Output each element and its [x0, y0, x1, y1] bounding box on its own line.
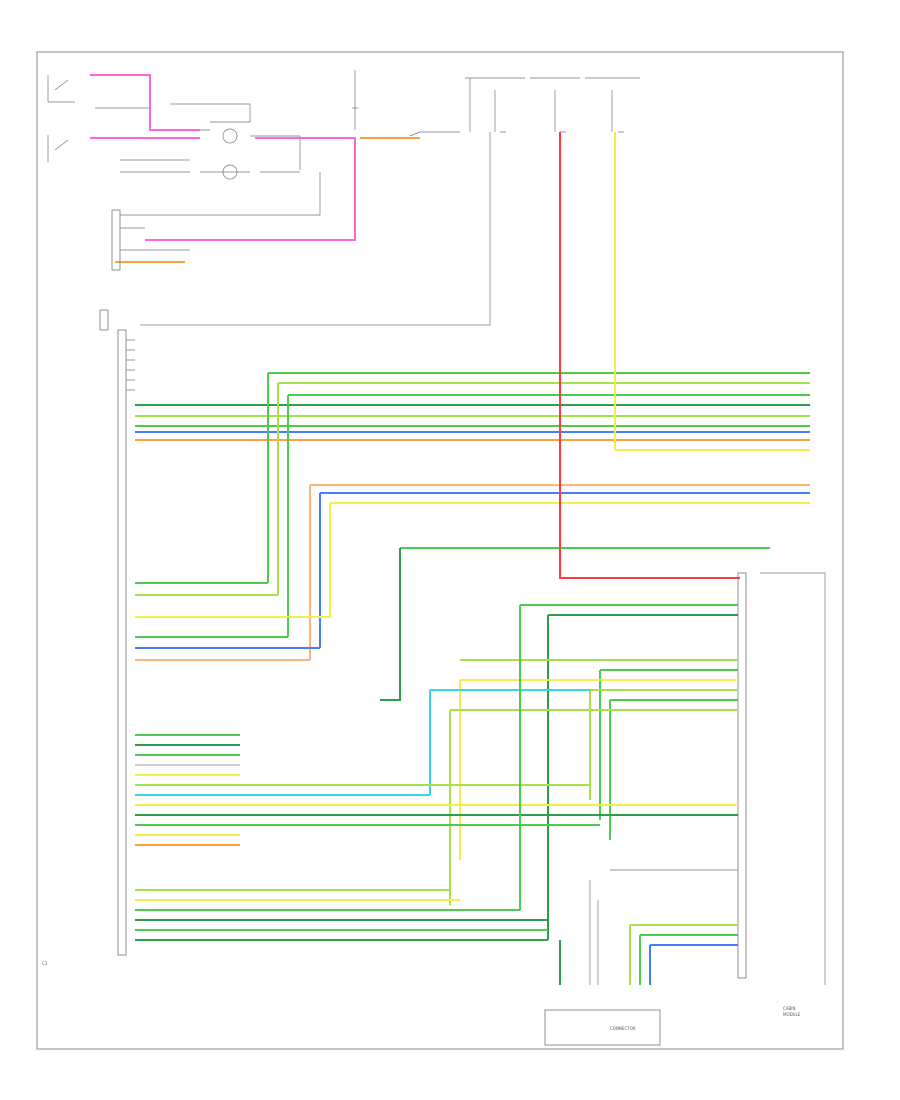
pink-wire-top: [90, 74, 356, 241]
lower-left-wires: [135, 548, 738, 941]
right-module: [737, 572, 826, 985]
bottom-connector-label: CONNECTOR: [610, 1026, 636, 1031]
module-right-name: CABIN: [783, 1006, 795, 1011]
gray-wire-top: [140, 132, 491, 326]
vertical-drops: [267, 373, 289, 637]
diagram-border: [36, 51, 844, 1050]
top-switch-area: [47, 70, 640, 180]
connector-left-label: C3: [42, 961, 48, 966]
left-connector-c3: [117, 329, 135, 956]
bus-wires-lower: [309, 484, 810, 660]
module-right-sub: MODULE: [783, 1012, 801, 1017]
bottom-connector-group: [544, 869, 738, 1046]
left-top-connector: [99, 172, 321, 331]
red-wire: [559, 132, 740, 579]
left-mid-connections: [135, 582, 330, 661]
right-module-wires: [429, 604, 738, 940]
bus-wires-mid: [135, 372, 810, 451]
